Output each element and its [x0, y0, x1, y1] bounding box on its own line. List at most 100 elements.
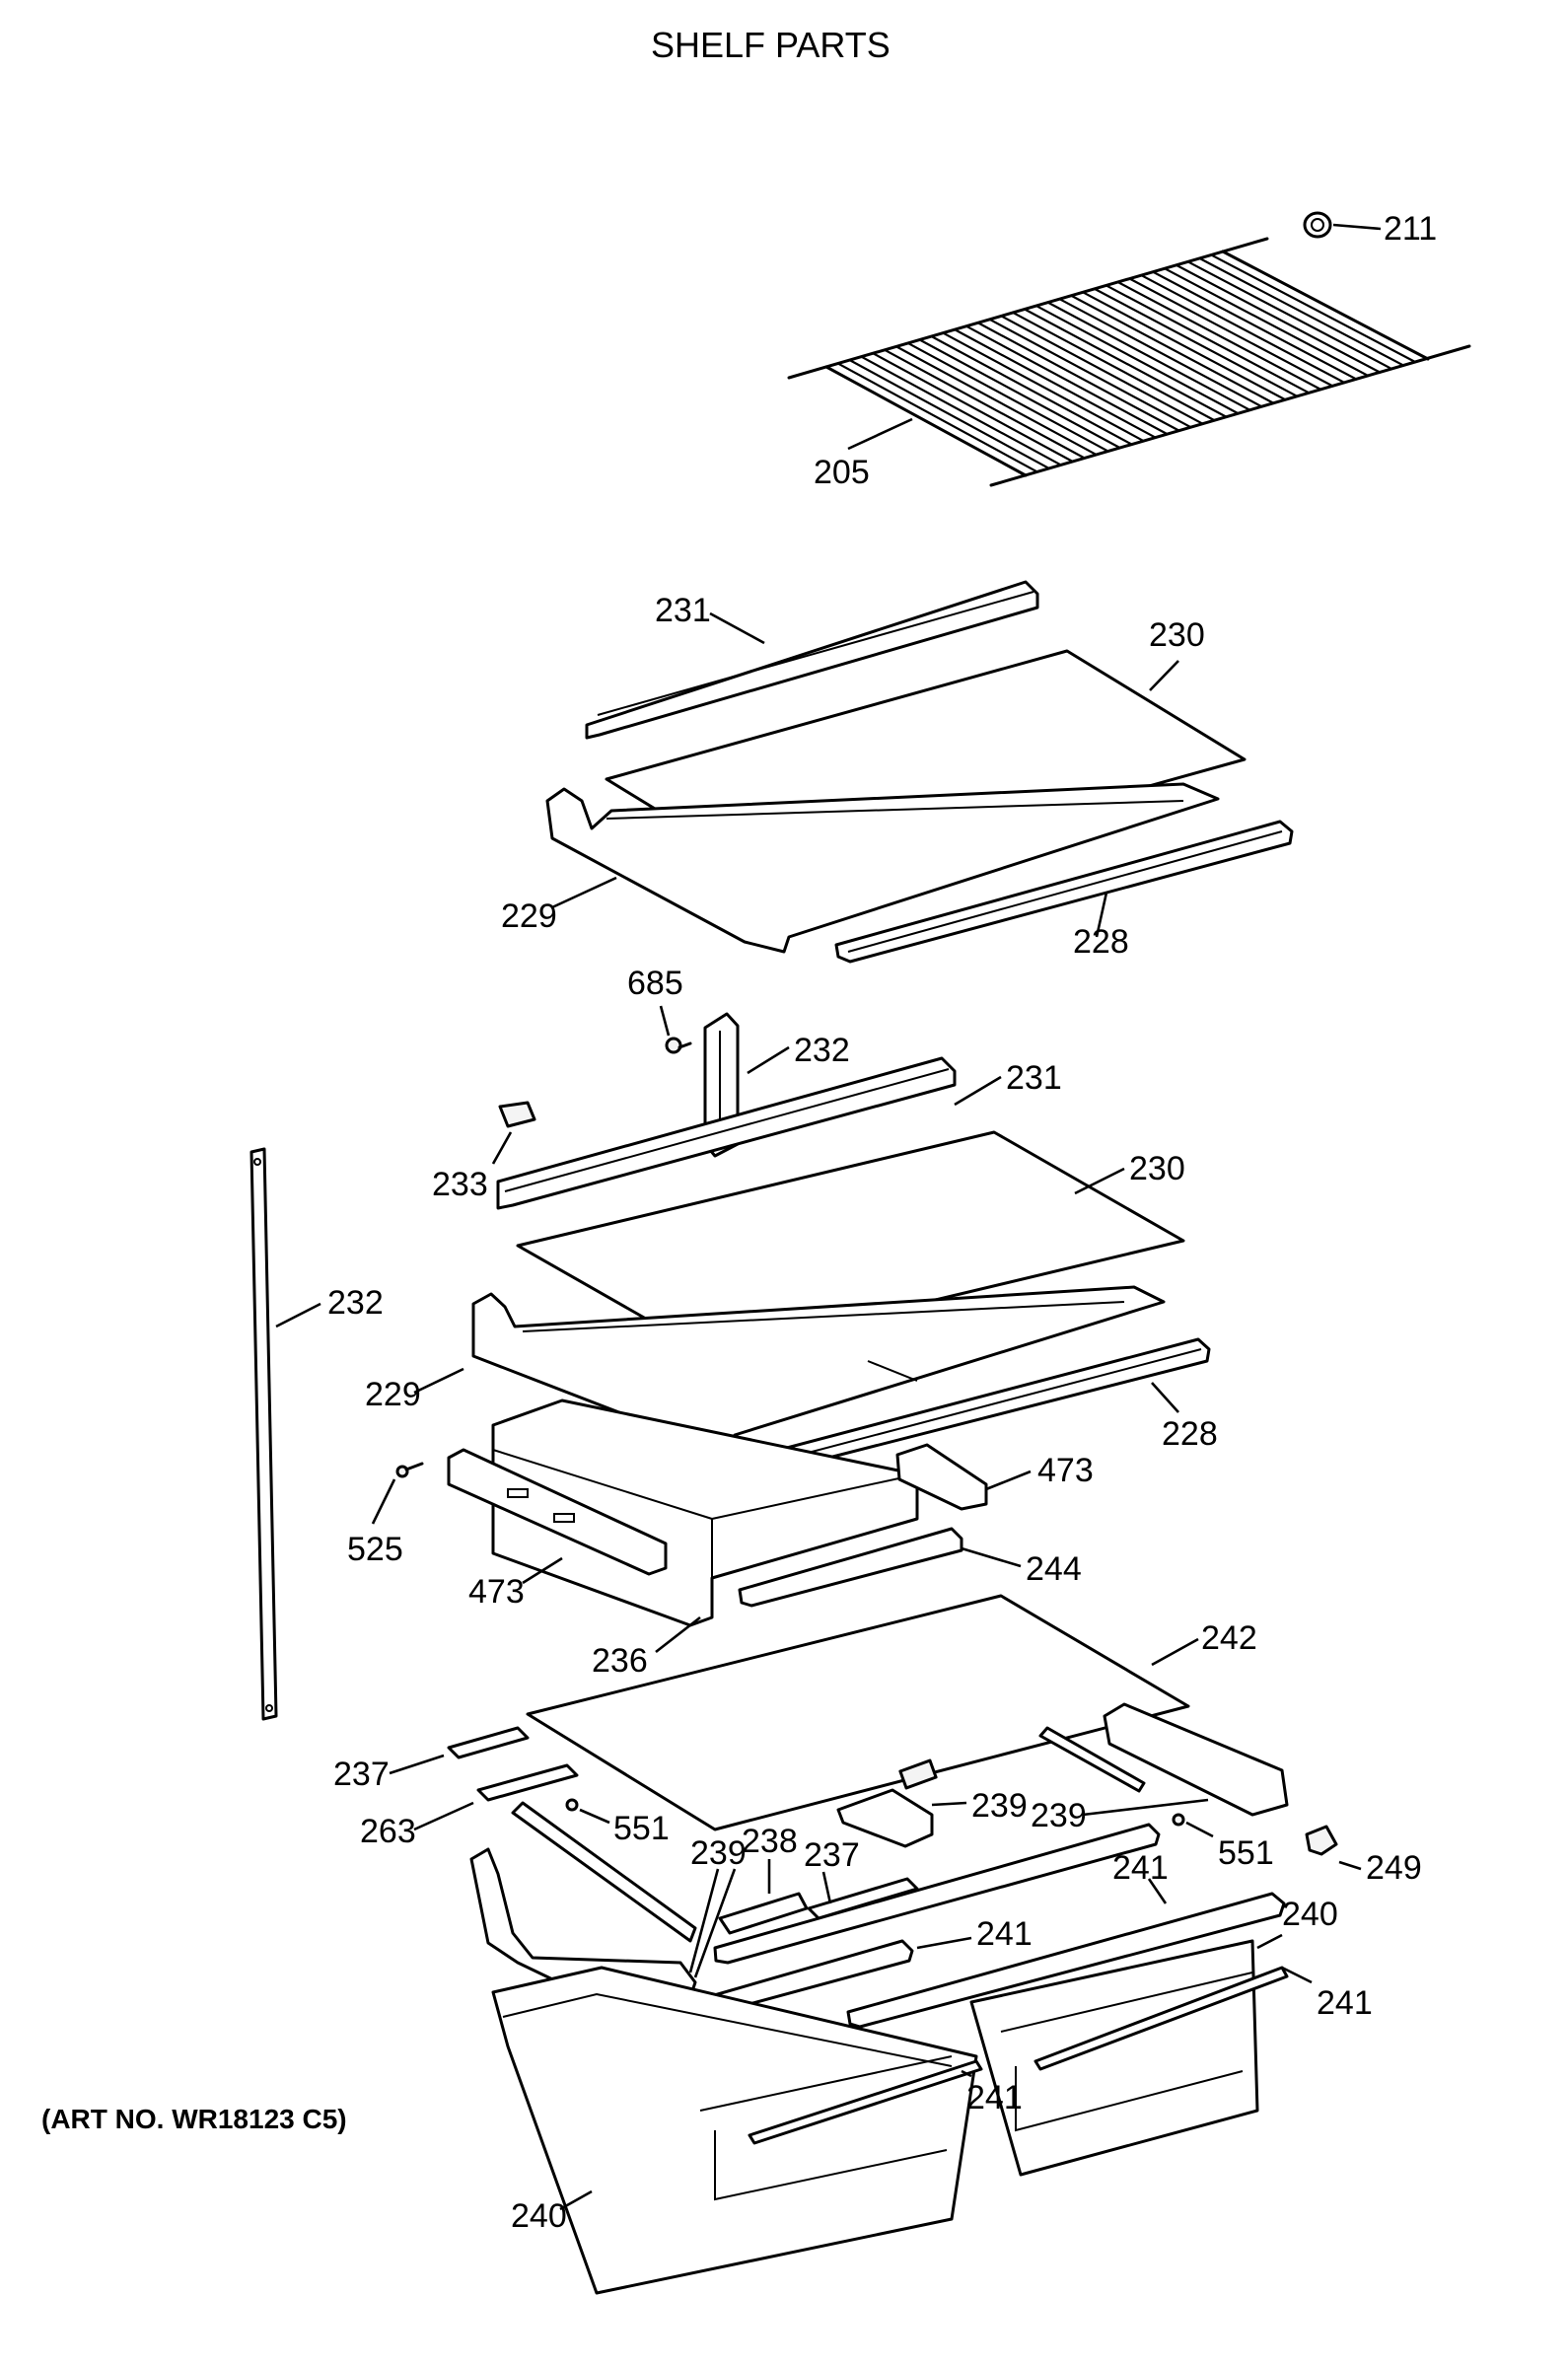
- part-473-left-slide: [447, 1448, 668, 1585]
- shelf-wire-rod: [907, 341, 1109, 453]
- part-238-label: [718, 1859, 809, 1935]
- shelf-wire-rod: [860, 355, 1062, 466]
- part-241-crisper-trim-front: [846, 1892, 1313, 2029]
- part-205-wire-shelf: [787, 237, 1471, 487]
- part-551-left-screw: [565, 1798, 610, 1825]
- shelf-wire-rod: [930, 335, 1133, 446]
- callout-229-middle: 229: [365, 1376, 421, 1413]
- part-231-upper-trim: [585, 580, 1039, 740]
- callout-232-left: 232: [327, 1284, 384, 1322]
- callout-263: 263: [360, 1813, 416, 1850]
- shelf-wire-rod: [942, 331, 1145, 443]
- shelf-wire-rod: [1117, 280, 1322, 392]
- callout-241-right: 241: [1317, 1984, 1373, 2022]
- shelf-wire-rod: [1210, 253, 1417, 364]
- callout-241-upper-right: 241: [1112, 1849, 1169, 1887]
- part-240-right-crisper-drawer: [969, 1933, 1289, 2177]
- callout-237-left: 237: [333, 1756, 390, 1793]
- shelf-wire-rod: [1024, 308, 1228, 418]
- part-551-right-screw: [1172, 1813, 1214, 1838]
- shelf-wire-rod: [872, 352, 1074, 464]
- callout-229-upper: 229: [501, 897, 557, 935]
- part-685-screw: [659, 1005, 692, 1054]
- part-211-end-cap: [1303, 211, 1382, 239]
- part-231-middle-trim: [496, 1056, 1002, 1210]
- shelf-wire-rod: [825, 366, 1027, 476]
- callout-230-upper: 230: [1149, 616, 1205, 654]
- shelf-wire-rod: [1082, 291, 1287, 401]
- callout-551-left: 551: [613, 1810, 670, 1847]
- callout-473-left: 473: [468, 1573, 525, 1611]
- part-239-center-bracket: [836, 1758, 967, 1848]
- callout-242: 242: [1201, 1619, 1257, 1657]
- shelf-wire-rod: [837, 362, 1038, 473]
- part-236-crisper-frame: [491, 1399, 919, 1654]
- shelf-wire-rod: [1094, 287, 1299, 398]
- part-249-glide: [1305, 1825, 1362, 1871]
- shelf-wire-rod: [919, 338, 1121, 450]
- shelf-wire-rod: [1187, 260, 1393, 371]
- callout-249: 249: [1366, 1849, 1422, 1887]
- shelf-wire-rod: [1176, 263, 1382, 374]
- callout-551-right: 551: [1218, 1834, 1274, 1872]
- shelf-wire-rod: [1058, 298, 1263, 408]
- callout-241-lower: 241: [966, 2079, 1023, 2116]
- callout-241-center: 241: [976, 1915, 1033, 1953]
- shelf-wire-rod: [1105, 284, 1311, 394]
- part-240-left-crisper-drawer: [491, 1966, 983, 2295]
- callout-239-center: 239: [971, 1787, 1028, 1825]
- part-228-upper-front-trim: [834, 820, 1294, 964]
- shelf-wire-rod: [1128, 277, 1334, 388]
- callout-228-upper: 228: [1073, 923, 1129, 961]
- callout-238: 238: [742, 1823, 798, 1860]
- shelf-wire-rod: [965, 324, 1169, 436]
- callout-211: 211: [1384, 210, 1437, 248]
- shelf-wire-rod: [1035, 305, 1240, 415]
- part-232-left-rail: [249, 1147, 321, 1721]
- callout-239-right: 239: [1031, 1797, 1087, 1834]
- callout-239-left: 239: [690, 1834, 747, 1872]
- shelf-wire-rod: [1164, 267, 1370, 378]
- callout-230-middle: 230: [1129, 1150, 1185, 1187]
- part-525-screw: [371, 1462, 424, 1525]
- shelf-wire-rod: [1047, 301, 1251, 412]
- callout-240-right: 240: [1282, 1896, 1338, 1933]
- part-244-crisper-trim: [738, 1527, 1022, 1608]
- shelf-wire-rod: [1152, 270, 1358, 381]
- callout-237-center: 237: [804, 1836, 860, 1874]
- shelf-wire-rod: [1000, 315, 1204, 425]
- part-237-left-support: [389, 1726, 530, 1775]
- shelf-wire-rod: [1140, 274, 1346, 385]
- callout-244: 244: [1026, 1550, 1082, 1588]
- shelf-wire-rod: [1070, 294, 1275, 405]
- part-237-center-support: [807, 1871, 919, 1920]
- part-473-right-slide: [895, 1443, 1032, 1511]
- callout-231-upper: 231: [655, 592, 711, 629]
- part-229-upper-frame: [545, 782, 1220, 954]
- shelf-wire-rod: [1012, 311, 1216, 422]
- callout-240-left: 240: [511, 2197, 567, 2235]
- callout-205: 205: [814, 454, 870, 491]
- part-242-crisper-glass: [526, 1594, 1199, 1831]
- diagram-title: SHELF PARTS: [651, 25, 891, 65]
- part-233-clip: [491, 1101, 536, 1165]
- callout-228-middle: 228: [1162, 1415, 1218, 1453]
- shelf-wire-rod: [977, 322, 1180, 432]
- callout-232-center: 232: [794, 1032, 850, 1069]
- callout-525: 525: [347, 1531, 403, 1568]
- shelf-wire-rod: [1198, 256, 1405, 367]
- shelf-wire-rod: [954, 328, 1157, 439]
- part-263-support: [413, 1763, 579, 1831]
- shelf-wire-rod: [849, 359, 1050, 470]
- shelf-wire-rod: [895, 345, 1098, 457]
- callout-233: 233: [432, 1166, 488, 1203]
- art-number: (ART NO. WR18123 C5): [41, 2104, 347, 2134]
- part-239-right-rail: [1038, 1702, 1289, 1817]
- part-241-left-drawer-handle: [961, 2069, 972, 2078]
- part-241-crisper-trim-rear: [713, 1823, 1168, 1965]
- shelf-wire-rod: [1222, 251, 1429, 360]
- callout-473-right: 473: [1037, 1452, 1094, 1489]
- callout-685: 685: [627, 965, 683, 1002]
- callout-231-middle: 231: [1006, 1059, 1062, 1097]
